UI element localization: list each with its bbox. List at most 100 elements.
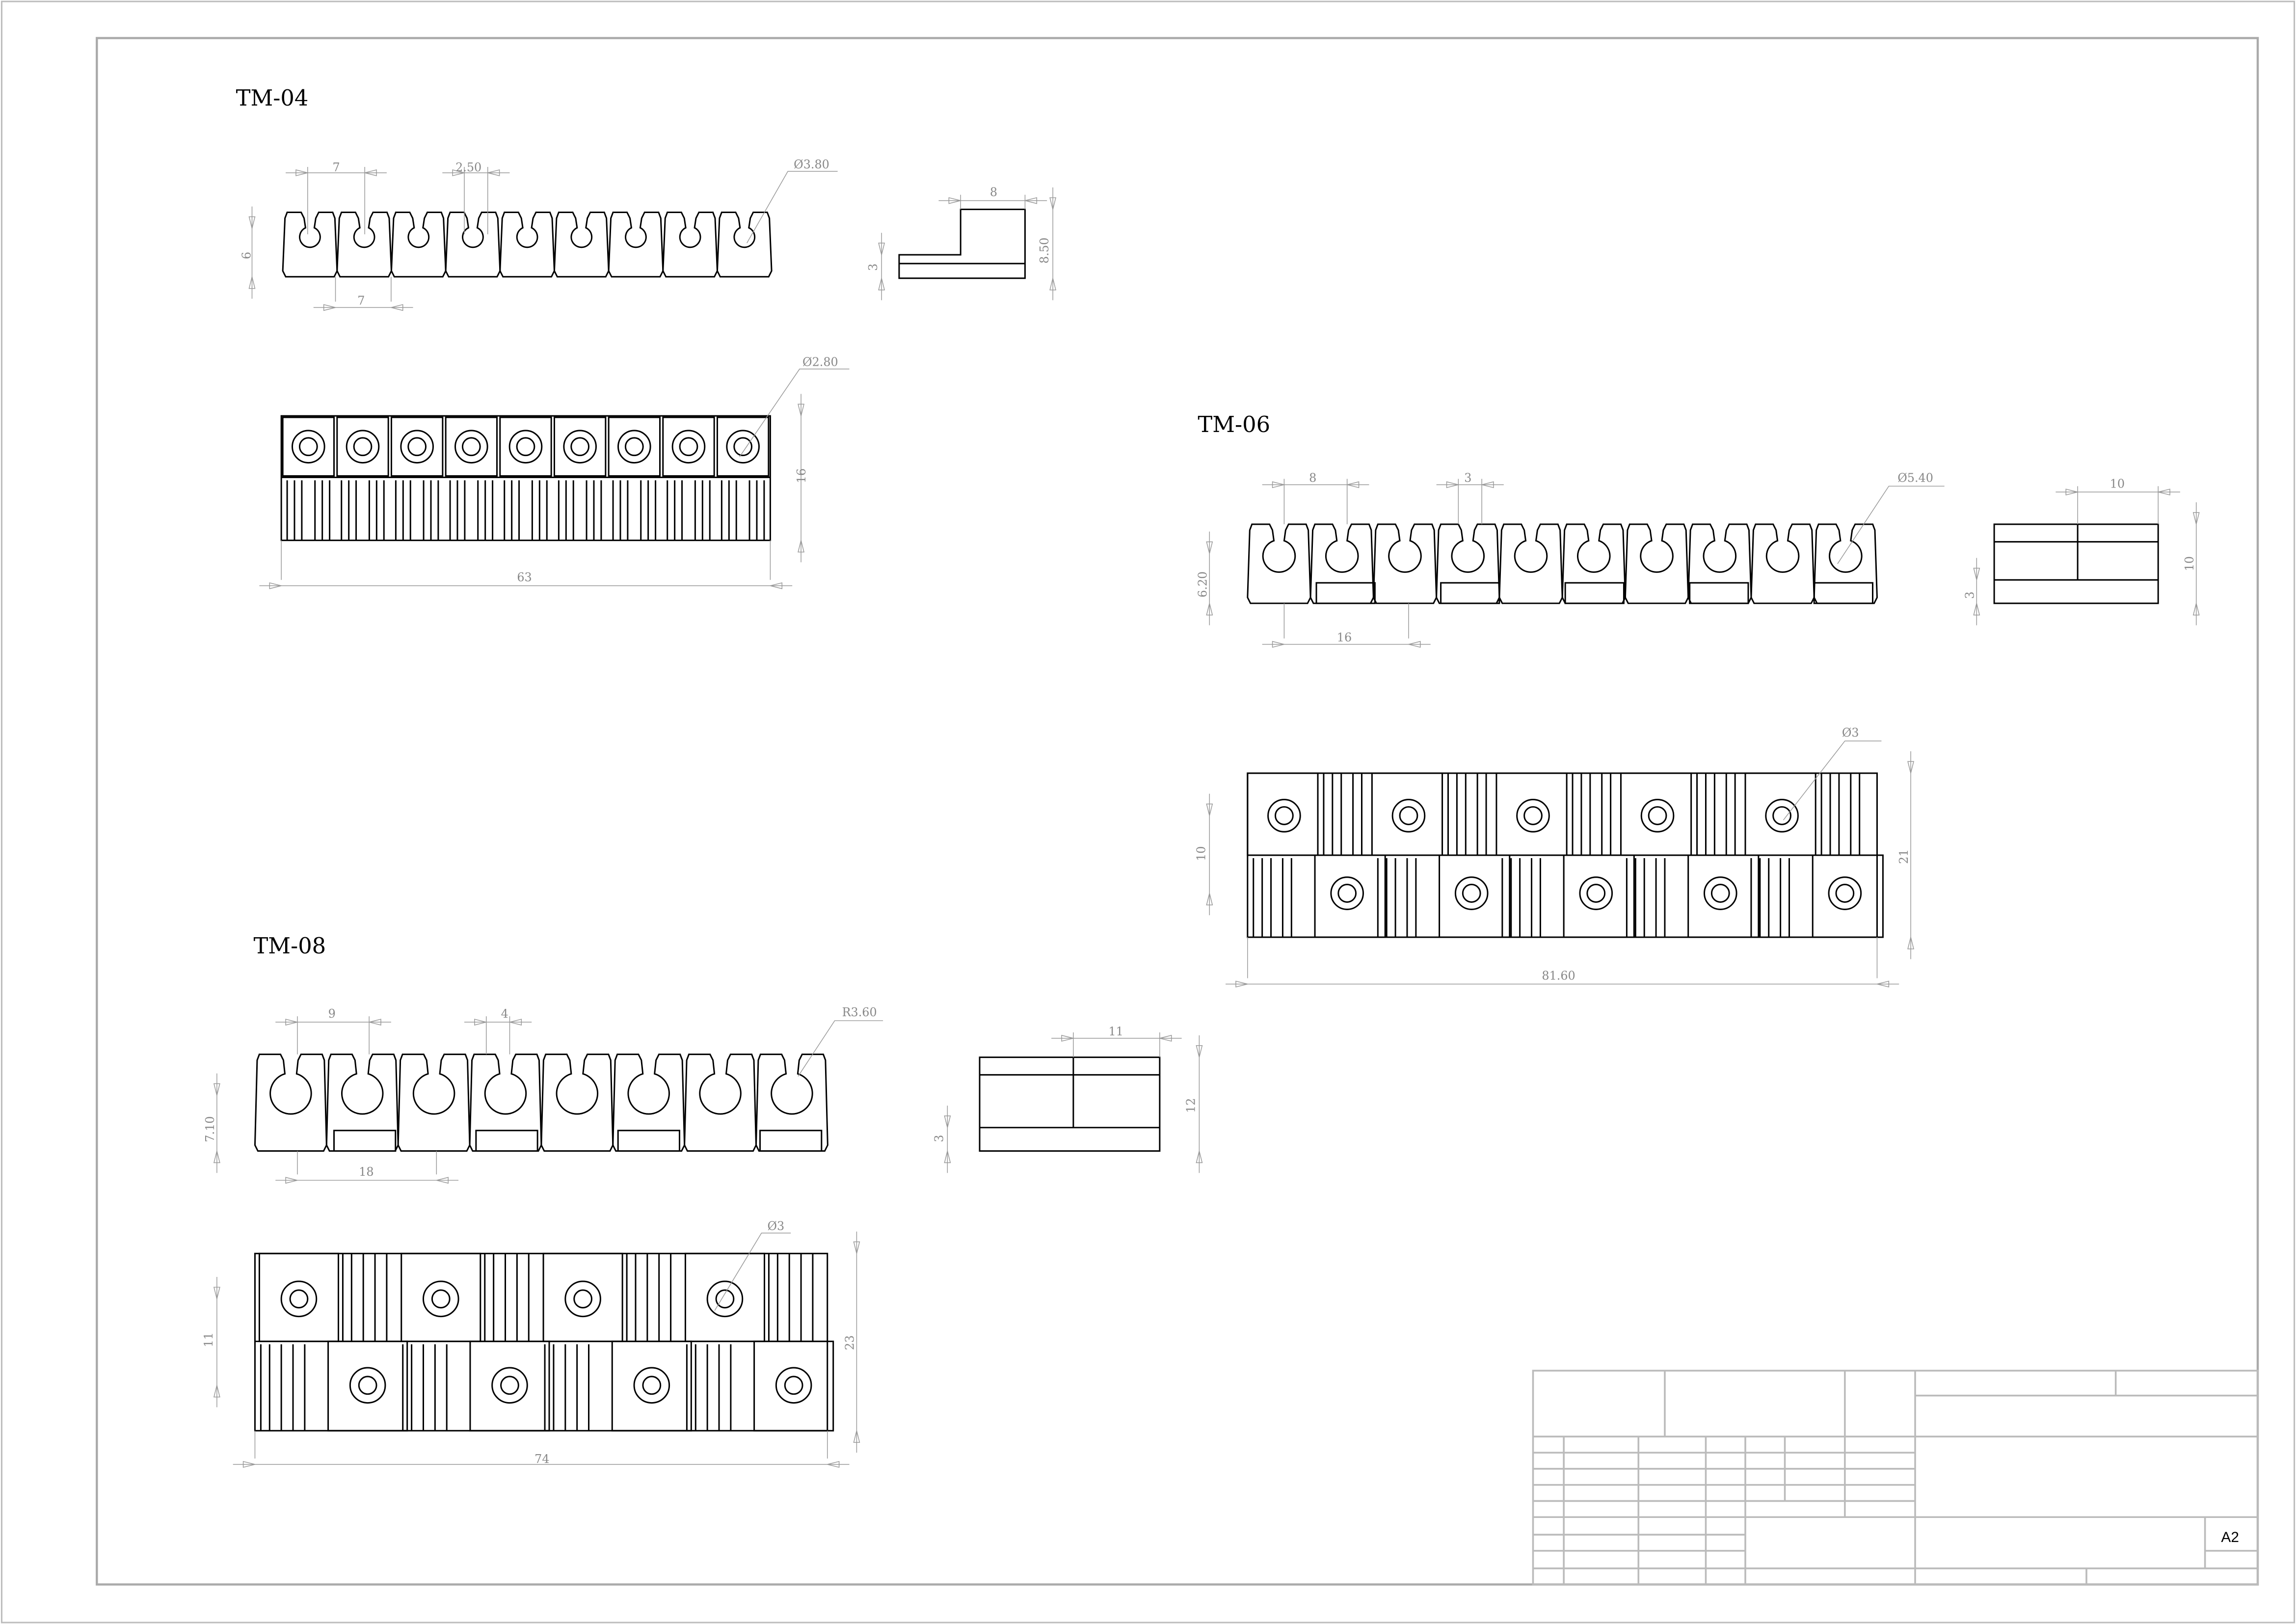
tm04-clip — [608, 212, 664, 278]
tm08-hole-inner — [784, 1376, 803, 1395]
tm04-dim-top-hole: Ø2.80 — [802, 355, 838, 369]
tm06-dim-slot-arrows — [1446, 481, 1494, 488]
tm08-dim-top-row-arrows — [213, 1287, 220, 1398]
tm08-dim-pitch-arrows — [285, 1019, 381, 1026]
tm04-dim-height-arrows — [248, 216, 256, 289]
tm08-clip — [325, 1054, 399, 1152]
tm08-cell — [684, 1252, 765, 1342]
tm06-hole-outer — [1267, 799, 1301, 833]
tm08-hole-inner — [573, 1289, 593, 1309]
tm08-end-view — [979, 1056, 1161, 1152]
tm06-hole-inner — [1835, 884, 1855, 903]
tm04-clip — [553, 212, 610, 278]
tm04-clip — [662, 212, 718, 278]
tm08-base — [759, 1130, 823, 1152]
tm04-clip — [445, 212, 501, 278]
tm08-hole-outer — [491, 1367, 528, 1404]
tm06-base — [1440, 582, 1500, 604]
tm08-dim-end-height-arrows — [1196, 1045, 1203, 1164]
tm06-dim-length: 81.60 — [1542, 969, 1575, 983]
tm04-leader-top-hole — [739, 368, 850, 458]
tm06-base — [1689, 582, 1749, 604]
tm08-dim-radius: R3.60 — [842, 1005, 877, 1019]
tm06-hole-inner — [1399, 806, 1418, 825]
tm04-dim-height: 6 — [240, 252, 254, 259]
tm06-clip — [1436, 523, 1500, 604]
tm04-cell — [499, 416, 552, 477]
tm08-cell — [542, 1252, 623, 1342]
tm04-leader-hole — [747, 171, 838, 244]
tm06-clip — [1498, 523, 1563, 604]
tm08-cell — [469, 1340, 550, 1432]
tm04-clip — [499, 212, 555, 278]
tm06-hole-outer — [1765, 799, 1799, 833]
tm06-cell — [1563, 854, 1635, 938]
tm06-hole-outer — [1579, 876, 1613, 910]
tm04-hole-outer — [563, 430, 597, 464]
tm06-clip — [1372, 523, 1438, 604]
tm04-hole-outer — [454, 430, 488, 464]
tm06-cell — [1314, 854, 1386, 938]
tm08-dim-height-arrows — [213, 1083, 220, 1164]
tm06-clip — [1309, 523, 1374, 604]
tm04-cell — [445, 416, 498, 477]
tm04-dim-end-height-arrows — [1049, 197, 1057, 291]
tm06-base — [1564, 582, 1625, 604]
tm04-clip — [716, 212, 773, 278]
tm04-hole-outer — [671, 430, 706, 464]
tm06-dim-end-height-arrows — [2192, 512, 2200, 616]
tm06-cell — [1439, 854, 1511, 938]
tm06-dim-pitch-bottom-arrows — [1272, 641, 1421, 648]
tm06-dim-top-row: 10 — [1194, 846, 1208, 861]
tm04-dim-length-arrows — [269, 582, 783, 590]
tm08-hole-outer — [564, 1280, 601, 1318]
tm06-dim-pitch: 8 — [1309, 471, 1316, 485]
tm04-title: TM-04 — [236, 85, 309, 111]
tm08-dim-pitch-bottom: 18 — [359, 1165, 374, 1179]
tm08-dim-end-width-arrows — [1061, 1034, 1172, 1042]
tm06-leader-hole — [1837, 486, 1945, 564]
tm06-hole-inner — [1648, 806, 1667, 825]
tm08-hole-inner — [642, 1376, 662, 1395]
tm08-hole-inner — [358, 1376, 377, 1395]
tm04-dim-pitch-top: 7 — [333, 161, 340, 174]
tm06-hole-inner — [1337, 884, 1357, 903]
title-block-frame — [1532, 1370, 2259, 1586]
tm06-hole-outer — [1640, 799, 1675, 833]
tm08-cell — [327, 1340, 408, 1432]
title-block — [1532, 1370, 2259, 1586]
tm04-dim-pitch-top-arrows — [295, 169, 377, 176]
tm06-dim-pitch-arrows — [1272, 481, 1360, 488]
tm04-dim-pitch-bottom-arrows — [323, 304, 403, 311]
tm04-clip — [282, 212, 338, 278]
tm06-dim-length-arrows — [1235, 980, 1890, 988]
tm08-hole-inner — [431, 1289, 451, 1309]
tm04-dim-slot: 2.50 — [455, 161, 481, 174]
tm08-cell — [611, 1340, 692, 1432]
tm08-leader-top-hole — [714, 1232, 791, 1311]
tm04-hole-outer — [292, 430, 325, 464]
tm06-hole-outer — [1330, 876, 1364, 910]
tm08-clip — [755, 1054, 828, 1152]
tm04-cell — [716, 416, 770, 477]
tm08-base — [617, 1130, 680, 1152]
tm08-hole-inner — [500, 1376, 519, 1395]
tm04-hole-inner — [624, 437, 644, 457]
tm08-hole-outer — [633, 1367, 670, 1404]
tm06-dim-top-depth-arrows — [1907, 761, 1914, 949]
tm06-hole-inner — [1586, 884, 1606, 903]
tm04-dim-end-base-arrows — [878, 243, 885, 291]
tm04-hole-outer — [617, 430, 651, 464]
tm06-hole-inner — [1462, 884, 1481, 903]
tm06-hole-outer — [1828, 876, 1862, 910]
tm08-dim-length-arrows — [242, 1461, 840, 1468]
tm06-cell — [1812, 854, 1884, 938]
tm08-clip — [540, 1054, 614, 1152]
tm04-dim-pitch-bottom: 7 — [357, 294, 365, 307]
tm08-dim-top-depth-arrows — [853, 1241, 860, 1443]
tm06-cell — [1247, 772, 1319, 856]
tm04-clip — [390, 212, 447, 278]
tm06-clip — [1624, 523, 1689, 604]
tm06-dim-top-depth: 21 — [1897, 849, 1911, 864]
tm04-cell — [608, 416, 661, 477]
